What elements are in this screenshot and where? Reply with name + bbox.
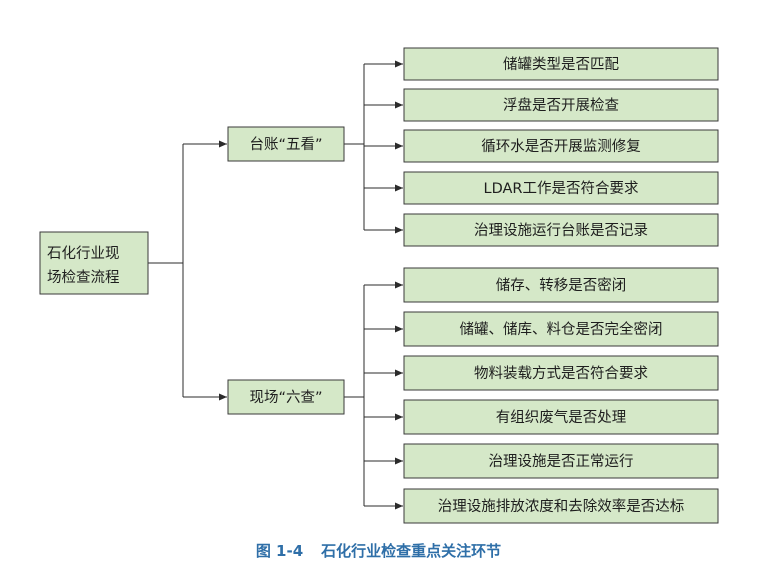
- leaf-node: 物料装载方式是否符合要求: [403, 355, 719, 391]
- leaf-node-box: [403, 171, 719, 205]
- leaf-node-label: 有组织废气是否处理: [496, 409, 627, 426]
- arrowhead: [395, 457, 403, 465]
- arrowhead: [395, 325, 403, 333]
- root-node-box: [39, 231, 149, 295]
- leaf-node-box: [403, 488, 719, 524]
- arrowhead: [395, 281, 403, 289]
- root-node-line-1: 石化行业现: [47, 245, 120, 262]
- leaf-node-label: 治理设施运行台账是否记录: [474, 222, 648, 239]
- leaf-node-label: 储罐、储库、料仓是否完全密闭: [460, 320, 663, 338]
- leaf-node-label: 物料装载方式是否符合要求: [474, 365, 648, 382]
- figure-caption: 图 1-4 石化行业检查重点关注环节: [0, 540, 757, 561]
- leaf-node: 治理设施排放浓度和去除效率是否达标: [403, 488, 719, 524]
- arrowhead: [395, 502, 403, 510]
- arrowhead: [395, 142, 403, 150]
- arrowhead: [395, 226, 403, 234]
- leaf-node: 有组织废气是否处理: [403, 399, 719, 435]
- root-node: 石化行业现 场检查流程: [39, 231, 149, 295]
- leaf-node-box: [403, 88, 719, 122]
- branch-node-onsite-label: 现场“六查”: [249, 389, 322, 406]
- leaf-node: 储存、转移是否密闭: [403, 267, 719, 303]
- leaf-node-label: 储罐类型是否匹配: [503, 56, 619, 73]
- branch-node-ledger-label: 台账“五看”: [249, 136, 322, 153]
- leaf-node-box: [403, 213, 719, 247]
- figure-number: 图 1-4: [255, 542, 304, 560]
- connector-lines: [148, 60, 403, 510]
- leaf-node: 储罐类型是否匹配: [403, 47, 719, 81]
- leaf-node-label: 治理设施是否正常运行: [489, 453, 634, 470]
- branch-node-onsite: 现场“六查”: [227, 379, 345, 415]
- leaf-node-box: [403, 399, 719, 435]
- leaf-node: 治理设施是否正常运行: [403, 443, 719, 479]
- root-node-line-2: 场检查流程: [47, 269, 120, 286]
- leaf-node-box: [403, 47, 719, 81]
- arrowhead: [395, 101, 403, 109]
- leaf-node-label: 储存、转移是否密闭: [496, 277, 627, 294]
- leaf-node-box: [403, 311, 719, 347]
- branch-node-ledger: 台账“五看”: [227, 126, 345, 162]
- figure-title: 石化行业检查重点关注环节: [321, 542, 502, 560]
- leaf-node: 循环水是否开展监测修复: [403, 129, 719, 163]
- arrowhead: [395, 369, 403, 377]
- arrowhead: [219, 393, 227, 401]
- leaf-node: 浮盘是否开展检查: [403, 88, 719, 122]
- leaf-node-label: 浮盘是否开展检查: [503, 96, 619, 114]
- arrowhead: [395, 184, 403, 192]
- arrowhead: [395, 413, 403, 421]
- leaf-node-box: [403, 129, 719, 163]
- leaf-node: 治理设施运行台账是否记录: [403, 213, 719, 247]
- arrowhead: [219, 140, 227, 148]
- branch-node-onsite-box: [227, 379, 345, 415]
- leaf-node-box: [403, 267, 719, 303]
- branch-node-ledger-box: [227, 126, 345, 162]
- leaf-node: LDAR工作是否符合要求: [403, 171, 719, 205]
- leaf-node-label: 循环水是否开展监测修复: [481, 137, 641, 155]
- leaf-node: 储罐、储库、料仓是否完全密闭: [403, 311, 719, 347]
- leaf-node-label: 治理设施排放浓度和去除效率是否达标: [438, 498, 685, 515]
- leaf-node-label: LDAR工作是否符合要求: [484, 180, 639, 197]
- leaf-node-box: [403, 355, 719, 391]
- arrowhead: [395, 60, 403, 68]
- flow-diagram: 石化行业现 场检查流程 台账“五看” 现场“六查” 储罐类型是否匹配 浮盘是否开…: [39, 47, 719, 524]
- leaf-node-box: [403, 443, 719, 479]
